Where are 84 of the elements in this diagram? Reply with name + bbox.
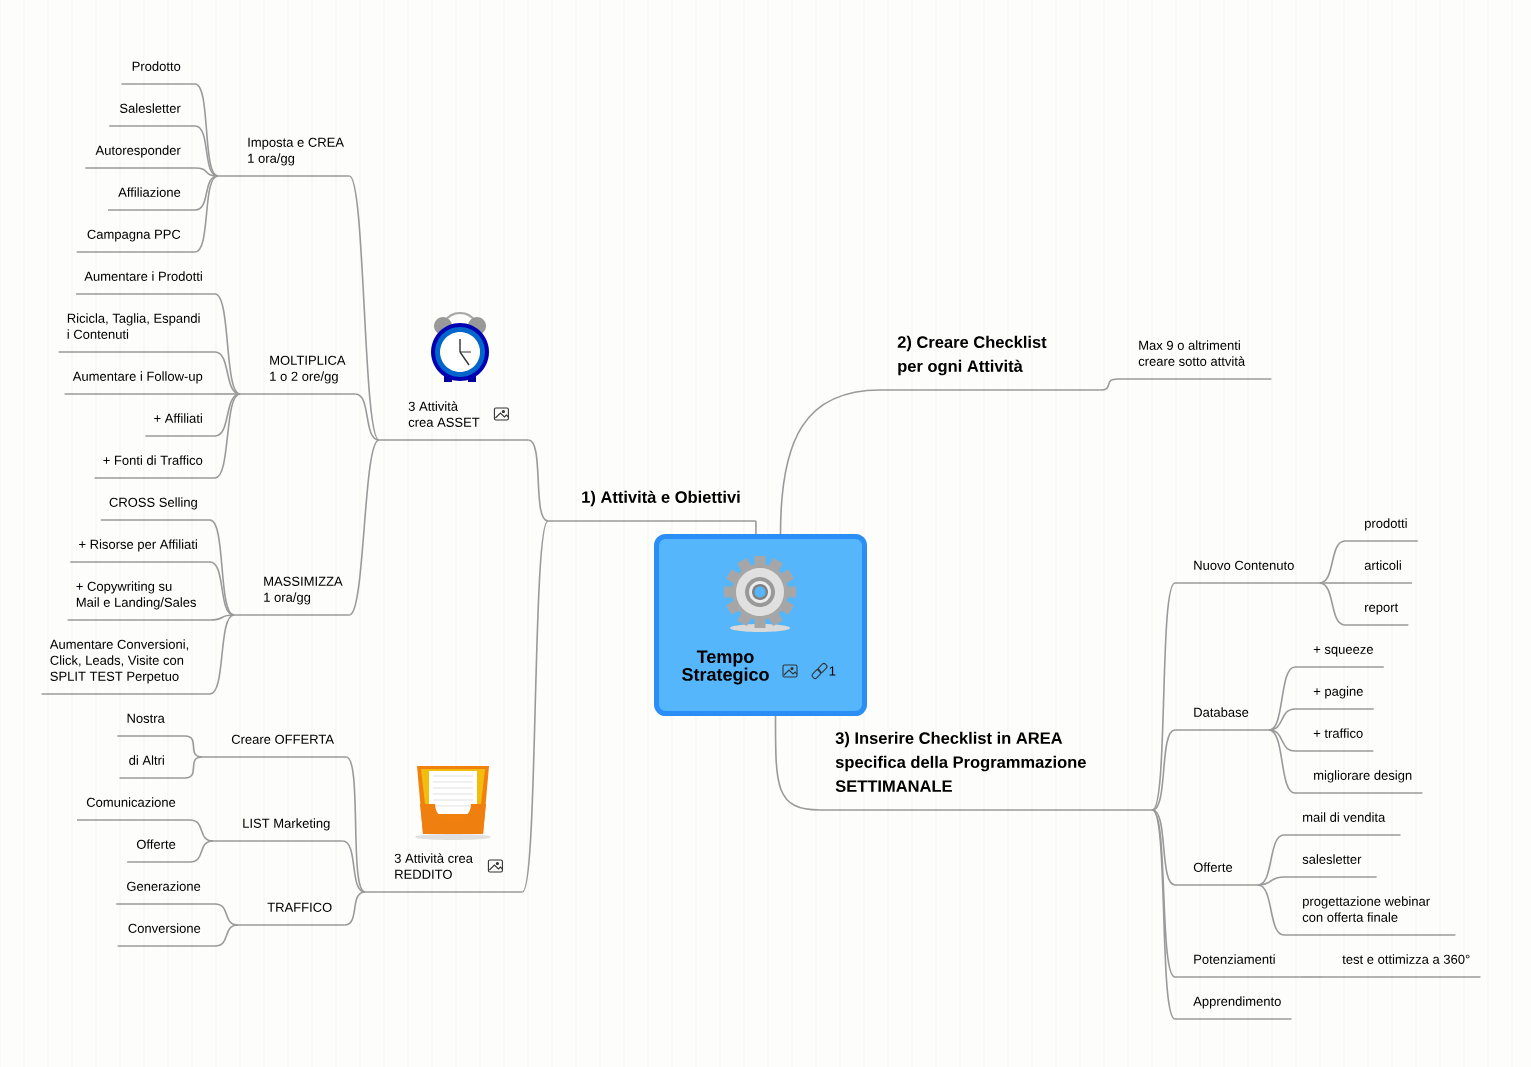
connector [345,756,366,893]
topic-text: TRAFFICO [237,902,346,926]
topic-text: + Copywriting su Mail e Landing/Sales [66,581,211,621]
topic-text: Generazione [115,881,216,905]
connector [341,840,366,893]
connector [1098,378,1119,391]
topic-text: + Affiliati [144,413,216,437]
connector [194,175,219,211]
topic-text: Apprendimento [1174,996,1293,1020]
connector [1268,666,1296,731]
topic-text: Salesletter [108,103,196,127]
topic-text: MOLTIPLICA 1 o 2 ore/gg [239,355,357,395]
topic-text: salesletter [1283,854,1378,878]
connector [1318,582,1346,626]
topic-text: Campagna PPC [75,229,196,253]
topic-text: Comunicazione [76,797,191,821]
topic-text: Aumentare i Follow-up [63,371,216,395]
topic-text: 1) Attività e Obiettivi [547,490,757,522]
topic-text: mail di vendita [1283,812,1402,836]
topic-text: Ricicla, Taglia, Espandi i Contenuti [57,313,216,353]
topic-text: CROSS Selling [99,497,211,521]
topic-text: test e ottimizza a 360° [1322,954,1482,978]
topic-text: 3) Inserire Checklist in AREA specifica della Programmazione SETTIMANALE [819,731,1154,811]
connector [755,520,757,535]
connector [189,840,214,863]
connector [348,439,380,616]
topic-text: Offerte [1174,862,1259,886]
topic-text: + Fonti di Traffico [93,455,216,479]
connector [1257,884,1285,936]
topic-text: progettazione webinar con offerta finale [1283,896,1457,936]
connector [209,614,235,621]
connector [1151,809,1176,978]
topic-text: di Altri [118,755,186,779]
topic-text: LIST Marketing [212,818,344,842]
topic-text: Prodotto [120,61,196,85]
connector [1151,809,1176,1020]
topic-text: Creare OFFERTA [201,734,348,758]
topic-text: Autoresponder [84,145,196,169]
connector [779,389,881,535]
connector [209,519,235,616]
topic-text: Aumentare i Prodotti [75,271,216,295]
connector [194,175,219,253]
connector [214,393,241,395]
connector [354,393,380,441]
topic-text: 3 Attività crea REDDITO [364,853,524,893]
topic-text: + squeeze [1294,646,1385,668]
topic-text: MASSIMIZZA 1 ora/gg [233,576,351,616]
connector [1300,976,1324,978]
topic-text: Nostra [116,713,186,737]
topic-text: Database [1174,707,1270,731]
topic-text: + Risorse per Affiliati [69,539,211,563]
connector [527,439,549,522]
topic-text: Nuovo Contenuto [1174,560,1321,584]
topic-text: prodotti [1344,518,1419,542]
topic-text: Aumentare Conversioni, Click, Leads, Visite con SPLIT TEST Perpetuo [40,639,211,695]
topic-text: report [1344,603,1410,626]
connector [1257,876,1285,886]
connector [1151,729,1176,811]
connector [1151,582,1176,811]
connector [214,924,239,947]
topic-text: 3 Attività crea ASSET [378,401,530,441]
connector [1268,729,1296,752]
topic-text: Offerte [126,839,191,863]
connector [184,756,203,779]
topic-text: + traffico [1294,728,1375,752]
topic-text: Max 9 o altrimenti creare sotto attvità [1117,340,1273,380]
connector [348,175,380,441]
topic-text: migliorare design [1294,770,1424,794]
topic-text: Conversione [116,923,216,947]
connector [194,83,219,177]
topic-text: + pagine [1294,686,1375,710]
topic-text: Affiliazione [107,187,196,211]
connector [521,520,549,893]
topic-text: articoli [1344,560,1413,584]
connector [214,393,241,437]
topic-text: 2) Creare Checklist per ogni Attività [879,335,1101,391]
connector [209,614,235,695]
topic-text: Imposta e CREA 1 ora/gg [217,137,351,177]
connector [214,393,241,479]
connector [214,293,241,395]
topic-text: Potenziamenti [1174,954,1302,978]
connector [343,891,366,926]
connector [1268,729,1296,794]
connector [774,715,821,811]
